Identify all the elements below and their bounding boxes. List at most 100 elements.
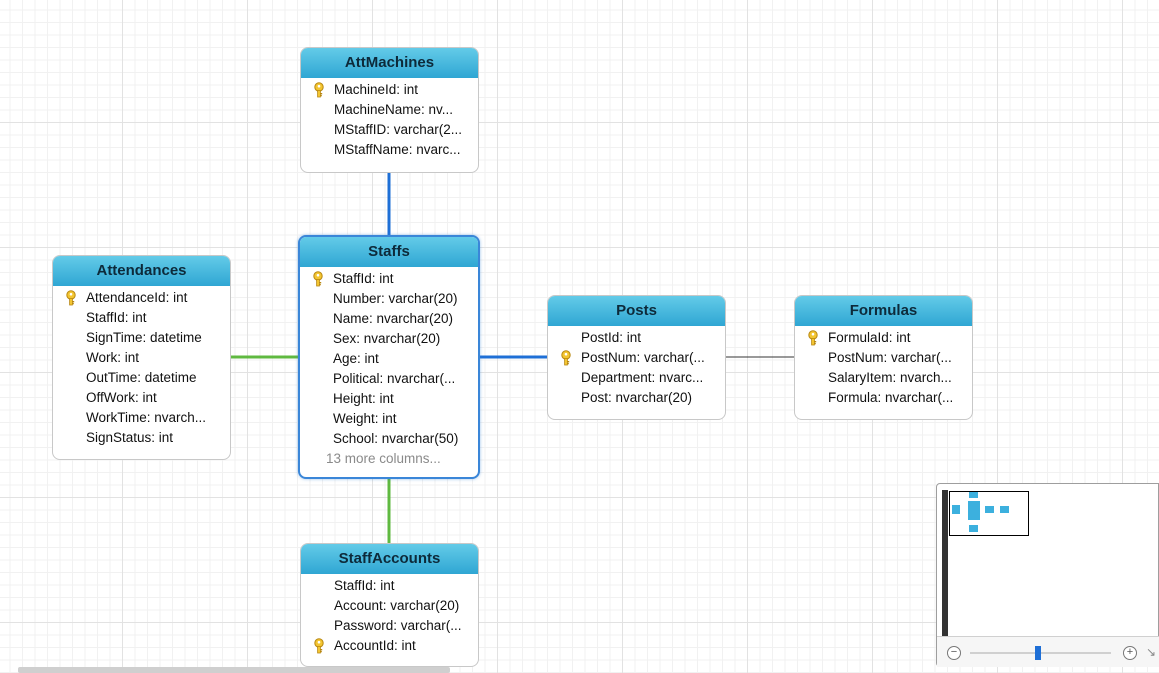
column-label: FormulaId: int: [828, 330, 911, 345]
column-row[interactable]: AttendanceId: int: [53, 288, 230, 308]
column-row[interactable]: MachineId: int: [301, 80, 478, 100]
column-label: StaffId: int: [333, 271, 394, 286]
column-label: Account: varchar(20): [334, 598, 460, 613]
column-row[interactable]: FormulaId: int: [795, 328, 972, 348]
overview-posts-block: [985, 506, 994, 513]
column-label: AttendanceId: int: [86, 290, 188, 305]
column-label: Weight: int: [333, 411, 397, 426]
resize-handle-icon[interactable]: ↘: [1146, 645, 1157, 659]
column-row[interactable]: Work: int: [53, 348, 230, 368]
column-label: PostNum: varchar(...: [581, 350, 705, 365]
zoom-out-icon[interactable]: −: [947, 646, 961, 660]
column-row[interactable]: StaffId: int: [301, 576, 478, 596]
primary-key-icon: [313, 271, 323, 287]
zoom-bar: − + ↘: [937, 636, 1159, 667]
more-columns-link[interactable]: 13 more columns...: [326, 451, 441, 466]
overview-panel[interactable]: − + ↘: [936, 483, 1159, 667]
column-row[interactable]: Post: nvarchar(20): [548, 388, 725, 408]
column-row[interactable]: MStaffID: varchar(2...: [301, 120, 478, 140]
column-row[interactable]: Sex: nvarchar(20): [300, 329, 478, 349]
column-row[interactable]: SignStatus: int: [53, 428, 230, 448]
primary-key-icon: [561, 350, 571, 366]
column-row[interactable]: StaffId: int: [53, 308, 230, 328]
table-title[interactable]: Staffs: [300, 237, 478, 267]
column-row[interactable]: Account: varchar(20): [301, 596, 478, 616]
column-row[interactable]: StaffId: int: [300, 269, 478, 289]
column-label: Work: int: [86, 350, 140, 365]
column-label: WorkTime: nvarch...: [86, 410, 207, 425]
column-label: AccountId: int: [334, 638, 416, 653]
column-row[interactable]: OffWork: int: [53, 388, 230, 408]
column-row[interactable]: Height: int: [300, 389, 478, 409]
overview-staffs-block: [968, 501, 980, 520]
column-label: MStaffName: nvarc...: [334, 142, 461, 157]
column-row[interactable]: SalaryItem: nvarch...: [795, 368, 972, 388]
table-title[interactable]: Formulas: [795, 296, 972, 326]
column-label: StaffId: int: [334, 578, 395, 593]
column-row[interactable]: Political: nvarchar(...: [300, 369, 478, 389]
primary-key-icon: [808, 330, 818, 346]
column-label: MachineId: int: [334, 82, 419, 97]
column-row[interactable]: AccountId: int: [301, 636, 478, 656]
column-label: MachineName: nv...: [334, 102, 454, 117]
column-label: PostNum: varchar(...: [828, 350, 952, 365]
column-row[interactable]: Number: varchar(20): [300, 289, 478, 309]
column-label: Age: int: [333, 351, 379, 366]
primary-key-icon: [314, 82, 324, 98]
overview-attmachines-block: [969, 492, 978, 498]
column-row[interactable]: Password: varchar(...: [301, 616, 478, 636]
column-row[interactable]: MachineName: nv...: [301, 100, 478, 120]
column-label: SignStatus: int: [86, 430, 174, 445]
horizontal-scrollbar[interactable]: [18, 667, 450, 673]
column-label: Sex: nvarchar(20): [333, 331, 441, 346]
overview-viewport-frame[interactable]: [949, 491, 1029, 536]
column-row[interactable]: MStaffName: nvarc...: [301, 140, 478, 160]
column-label: Department: nvarc...: [581, 370, 704, 385]
zoom-in-icon[interactable]: +: [1123, 646, 1137, 660]
column-label: OutTime: datetime: [86, 370, 197, 385]
column-label: Name: nvarchar(20): [333, 311, 454, 326]
column-label: MStaffID: varchar(2...: [334, 122, 463, 137]
overview-staffaccounts-block: [969, 525, 978, 532]
column-row[interactable]: SignTime: datetime: [53, 328, 230, 348]
table-title[interactable]: Posts: [548, 296, 725, 326]
column-row[interactable]: OutTime: datetime: [53, 368, 230, 388]
primary-key-icon: [66, 290, 76, 306]
column-label: Post: nvarchar(20): [581, 390, 693, 405]
column-label: SignTime: datetime: [86, 330, 202, 345]
column-row[interactable]: Department: nvarc...: [548, 368, 725, 388]
column-label: School: nvarchar(50): [333, 431, 459, 446]
column-label: PostId: int: [581, 330, 642, 345]
zoom-slider-thumb[interactable]: [1035, 646, 1041, 660]
column-row[interactable]: School: nvarchar(50): [300, 429, 478, 449]
column-label: OffWork: int: [86, 390, 157, 405]
column-label: Password: varchar(...: [334, 618, 462, 633]
column-row[interactable]: PostNum: varchar(...: [548, 348, 725, 368]
column-label: Political: nvarchar(...: [333, 371, 456, 386]
column-row[interactable]: PostNum: varchar(...: [795, 348, 972, 368]
overview-scrollbar[interactable]: [942, 490, 948, 636]
column-row[interactable]: Age: int: [300, 349, 478, 369]
overview-formulas-block: [1000, 506, 1009, 513]
column-row[interactable]: Name: nvarchar(20): [300, 309, 478, 329]
table-title[interactable]: StaffAccounts: [301, 544, 478, 574]
column-row[interactable]: Formula: nvarchar(...: [795, 388, 972, 408]
column-row[interactable]: PostId: int: [548, 328, 725, 348]
table-title[interactable]: AttMachines: [301, 48, 478, 78]
table-title[interactable]: Attendances: [53, 256, 230, 286]
column-row[interactable]: WorkTime: nvarch...: [53, 408, 230, 428]
column-row[interactable]: Weight: int: [300, 409, 478, 429]
overview-attendances-block: [952, 505, 960, 514]
